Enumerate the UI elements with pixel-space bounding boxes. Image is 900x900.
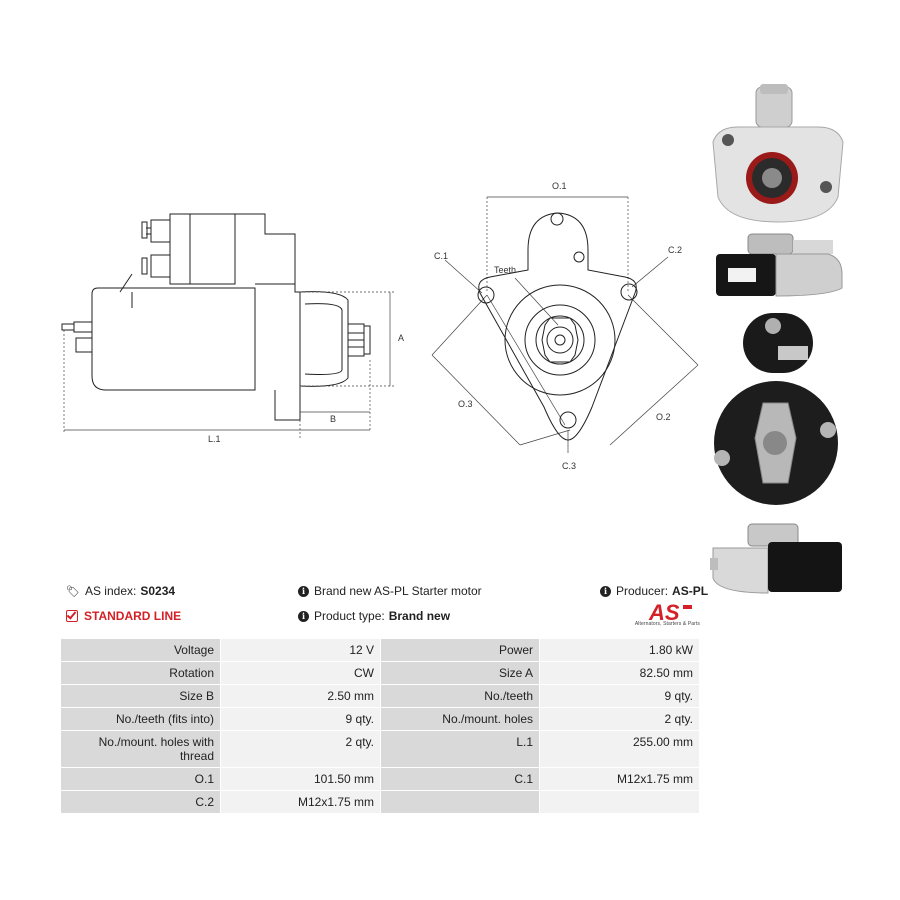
side-view-drawing: A B L.1: [61, 213, 404, 444]
tag-icon: 🏷︎: [66, 585, 80, 598]
dimension-l1-label: L.1: [208, 434, 221, 444]
spec-value: 2 qty.: [220, 730, 381, 768]
dimension-c2-label: C.2: [668, 245, 682, 255]
spec-label: C.1: [380, 767, 540, 791]
spec-value: 9 qty.: [539, 684, 700, 708]
spec-label: C.2: [60, 790, 221, 814]
info-icon: i: [600, 585, 611, 597]
table-row: No./teeth (fits into)9 qty.No./mount. ho…: [60, 707, 700, 731]
product-photo-side-1: [716, 233, 843, 297]
dimension-o3-label: O.3: [458, 399, 473, 409]
dimension-c1-label: C.1: [434, 251, 448, 261]
product-photo-side-2: [710, 523, 842, 594]
producer: i Producer: AS-PL: [600, 584, 708, 598]
spec-label: Size B: [60, 684, 221, 708]
spec-label: Rotation: [60, 661, 221, 685]
spec-label: Power: [380, 638, 540, 662]
spec-value: 101.50 mm: [220, 767, 381, 791]
dimension-b-label: B: [330, 414, 336, 424]
spec-value: M12x1.75 mm: [539, 767, 700, 791]
as-index: 🏷︎ AS index: S0234: [66, 584, 176, 598]
spec-label: O.1: [60, 767, 221, 791]
spec-value: 12 V: [220, 638, 381, 662]
front-view-drawing: O.1 C.1 C.2 Teeth O.3 O.2 C.3: [431, 181, 699, 471]
dimension-o1-label: O.1: [552, 181, 567, 191]
product-description: i Brand new AS-PL Starter motor: [298, 584, 482, 598]
dimension-o2-label: O.2: [656, 412, 671, 422]
dimension-a-label: A: [398, 333, 404, 343]
spec-label: No./mount. holes with thread: [60, 730, 221, 768]
info-icon: i: [298, 585, 309, 597]
spec-value: 82.50 mm: [539, 661, 700, 685]
product-type: i Product type: Brand new: [298, 609, 450, 623]
spec-value: 1.80 kW: [539, 638, 700, 662]
product-type-value: Brand new: [388, 609, 451, 623]
teeth-label: Teeth: [494, 265, 516, 275]
spec-value: M12x1.75 mm: [220, 790, 381, 814]
spec-value: 255.00 mm: [539, 730, 700, 768]
standard-line-badge: STANDARD LINE: [66, 609, 181, 623]
spec-label: Size A: [380, 661, 540, 685]
spec-label: L.1: [380, 730, 540, 768]
spec-value: [539, 790, 700, 814]
spec-value: 2 qty.: [539, 707, 700, 731]
producer-value: AS-PL: [672, 584, 709, 598]
info-icon: i: [298, 610, 309, 622]
spec-label: No./mount. holes: [380, 707, 540, 731]
dimension-c3-label: C.3: [562, 461, 576, 471]
spec-label: No./teeth: [380, 684, 540, 708]
spec-value: CW: [220, 661, 381, 685]
product-photo-rear: [714, 313, 838, 505]
svg-text:AS: AS: [648, 600, 680, 625]
checkbox-checked-icon: [66, 610, 78, 622]
logo-subtitle: Alternators, Starters & Parts: [634, 621, 700, 627]
spec-label: Voltage: [60, 638, 221, 662]
product-photo-front: [712, 84, 844, 223]
spec-label: [380, 790, 540, 814]
spec-label: No./teeth (fits into): [60, 707, 221, 731]
spec-value: 2.50 mm: [220, 684, 381, 708]
as-pl-logo: AS: [648, 600, 692, 625]
spec-value: 9 qty.: [220, 707, 381, 731]
as-index-value: S0234: [140, 584, 176, 598]
